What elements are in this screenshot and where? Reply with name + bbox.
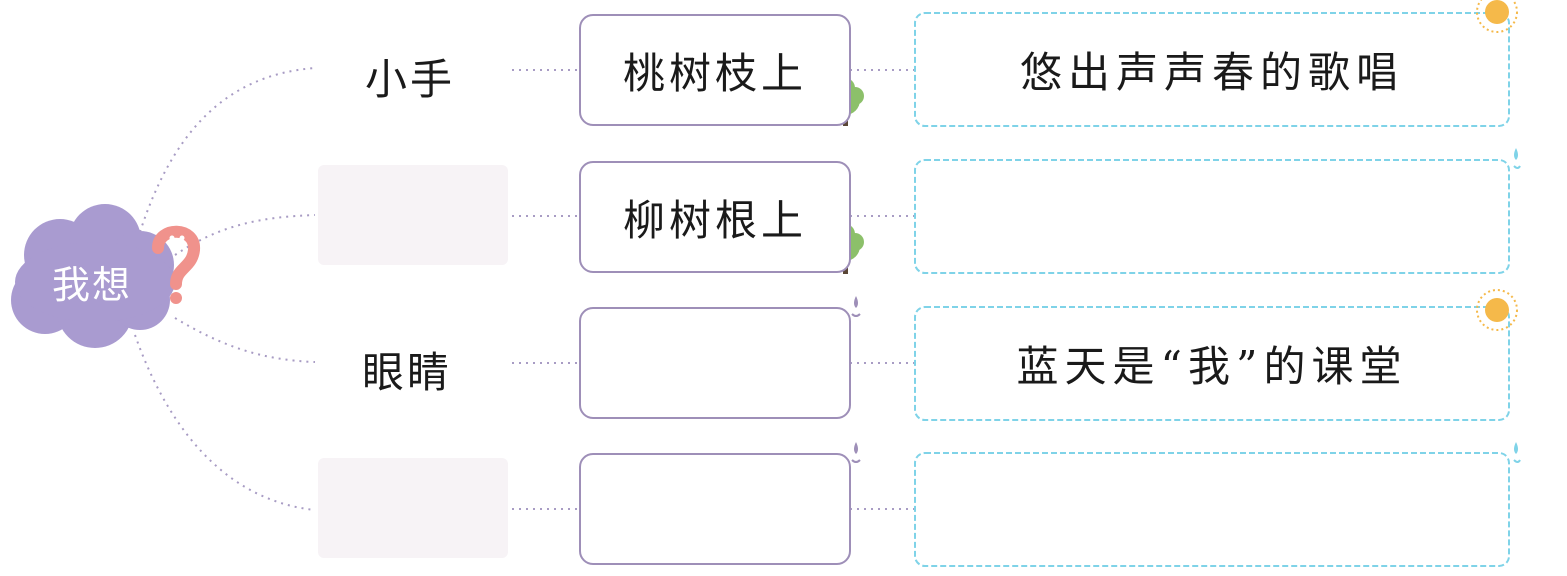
raindrop-icon <box>1513 442 1521 463</box>
row-2-place-text: 柳树根上 <box>622 195 807 245</box>
wavy-box-2 <box>914 159 1510 274</box>
ghost-label-bg <box>318 165 508 265</box>
row-1-action-box[interactable]: 悠出声声春的歌唱 <box>915 13 1509 126</box>
connector-branch-3 <box>174 317 316 363</box>
wavy-boxes <box>914 12 1510 567</box>
raindrop-icon <box>851 442 861 463</box>
row-connectors <box>512 69 914 510</box>
raindrop-icon <box>851 296 861 317</box>
sun-icon <box>1476 0 1518 33</box>
row-4-action-box[interactable] <box>915 453 1509 566</box>
row-4-place-box[interactable] <box>579 453 851 565</box>
ghost-label-bg <box>318 458 508 558</box>
raindrop-icon <box>1513 148 1521 169</box>
wavy-box-4 <box>914 452 1510 567</box>
wavy-box-3 <box>914 306 1510 421</box>
row-3-action-box[interactable]: 蓝天是“我”的课堂 <box>915 307 1509 420</box>
connector-branch-4 <box>134 334 316 511</box>
row-1-place-box[interactable]: 桃树枝上 <box>579 14 851 126</box>
center-label: 我想 <box>52 263 133 307</box>
cloud-icon <box>11 204 175 348</box>
row-1-place-text: 桃树枝上 <box>622 48 807 98</box>
wavy-box-1 <box>914 12 1510 127</box>
question-mark-icon <box>152 225 200 304</box>
branch-connectors <box>134 67 316 511</box>
row-3-part-label: 眼睛 <box>362 348 453 397</box>
sun-icon <box>1476 289 1518 331</box>
row-1-part-label: 小手 <box>365 55 456 104</box>
connector-branch-1 <box>139 67 316 233</box>
row-2-place-box[interactable]: 柳树根上 <box>579 161 851 273</box>
row-2-action-box[interactable] <box>915 160 1509 273</box>
row-3-place-box[interactable] <box>579 307 851 419</box>
row-3-action-text: 蓝天是“我”的课堂 <box>1016 342 1408 391</box>
row-1-action-text: 悠出声声春的歌唱 <box>1019 48 1404 97</box>
